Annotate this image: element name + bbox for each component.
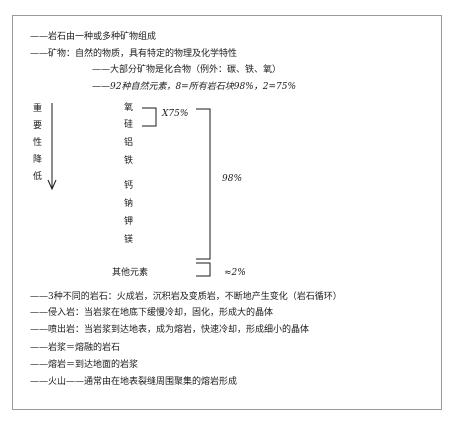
note-line-9: ——熔岩＝到达地面的岩浆 [30, 360, 139, 370]
element-aluminum: 铝 [124, 138, 134, 148]
other-elements-label: 其他元素 [112, 268, 149, 278]
element-magnesium: 镁 [124, 235, 134, 245]
note-line-3: ——大部分矿物是化合物（例外：碳、铁、氧） [92, 65, 282, 75]
element-sodium: 钠 [124, 199, 134, 209]
element-iron: 铁 [124, 156, 134, 166]
importance-char-3: 性 [33, 138, 43, 148]
importance-char-5: 低 [33, 172, 43, 182]
note-line-4: ——92种自然元素，8=所有岩石块98%，2=75% [92, 82, 296, 92]
note-line-6: ——侵入岩：当岩浆在地底下缓慢冷却，固化，形成大的晶体 [30, 308, 274, 318]
element-silicon: 硅 [124, 120, 134, 130]
bracket-2-label: ≈2% [224, 268, 246, 278]
importance-char-4: 降 [33, 155, 43, 165]
note-line-2: ——矿物：自然的物质，具有特定的物理及化学特性 [30, 49, 238, 59]
note-line-8: ——岩浆＝熔融的岩石 [30, 343, 121, 353]
note-line-10: ——火山——通常由在地表裂缝周围聚集的熔岩形成 [30, 377, 238, 387]
importance-char-1: 重 [33, 104, 43, 114]
element-potassium: 钾 [124, 217, 134, 227]
importance-char-2: 要 [33, 121, 43, 131]
bracket-98-label: 98% [222, 174, 243, 184]
bracket-75-label: X75% [162, 109, 189, 119]
element-oxygen: 氧 [124, 103, 134, 113]
note-line-1: ——岩石由一种或多种矿物组成 [30, 32, 157, 42]
note-frame [12, 15, 442, 410]
element-calcium: 钙 [124, 181, 134, 191]
note-line-5: ——3种不同的岩石：火成岩，沉积岩及变质岩，不断地产生变化（岩石循环） [30, 292, 342, 302]
note-line-7: ——喷出岩：当岩浆到达地表，成为熔岩，快速冷却，形成细小的晶体 [30, 325, 310, 335]
